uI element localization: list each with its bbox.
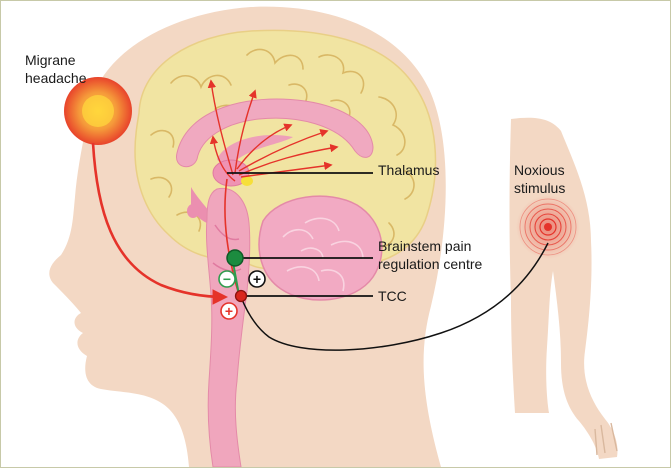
tcc-label: TCC — [378, 287, 407, 305]
cerebellum — [259, 196, 382, 300]
thalamus-label: Thalamus — [378, 161, 439, 179]
noxious-label-line1: Noxious — [514, 161, 565, 179]
brainstem-node — [227, 250, 243, 266]
noxious-label-line2: stimulus — [514, 179, 565, 197]
migraine-label-line1: Migrane — [25, 51, 87, 69]
tcc-node — [236, 291, 247, 302]
noxious-label: Noxious stimulus — [514, 161, 565, 197]
minus-sign: − — [223, 271, 231, 287]
plus-sign-red: + — [225, 303, 233, 319]
brainstem-label-line1: Brainstem pain — [378, 237, 482, 255]
brainstem-label: Brainstem pain regulation centre — [378, 237, 482, 273]
noxious-stimulus-icon — [516, 195, 580, 259]
migraine-label: Migrane headache — [25, 51, 87, 87]
plus-sign-black: + — [253, 271, 261, 287]
migraine-label-line2: headache — [25, 69, 87, 87]
brainstem-label-line2: regulation centre — [378, 255, 482, 273]
